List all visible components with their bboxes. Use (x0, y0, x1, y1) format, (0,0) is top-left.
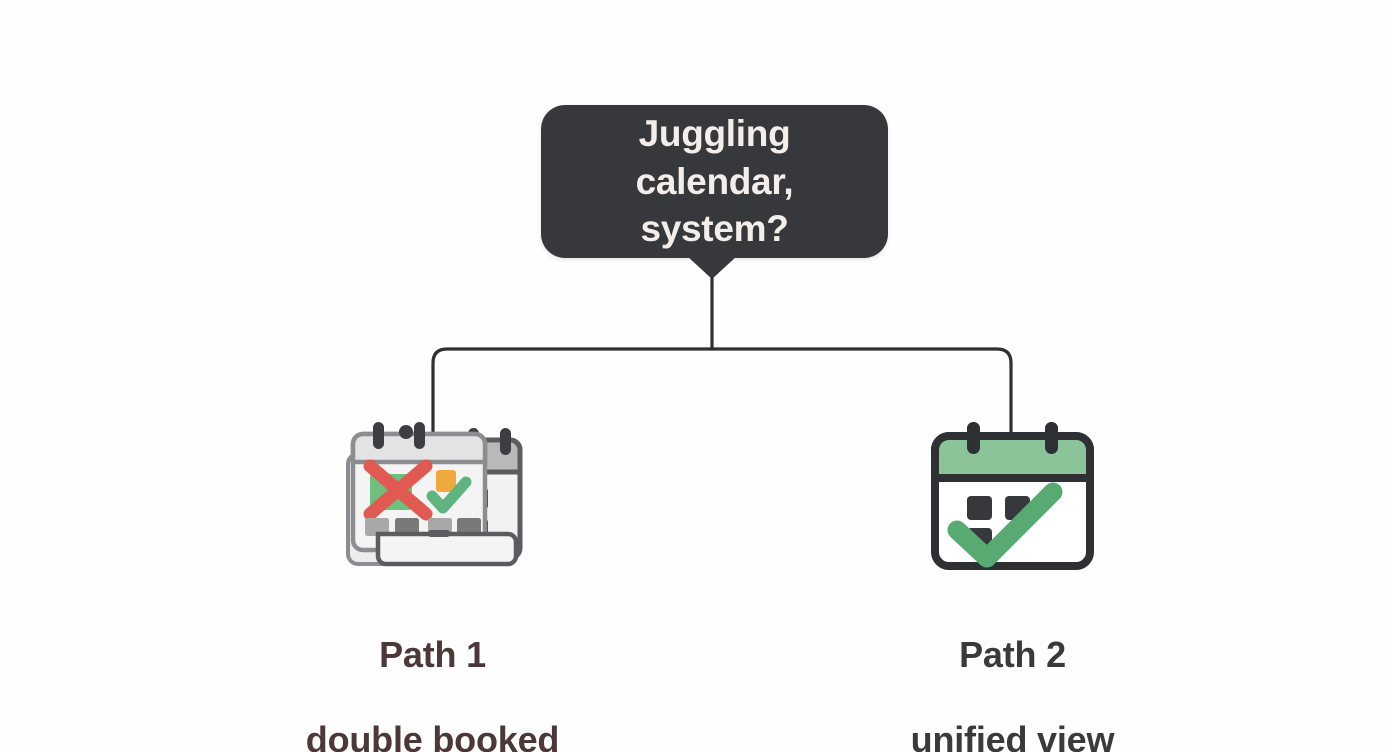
green-check-icon (947, 482, 1063, 568)
calendar-day-block-1 (967, 496, 992, 520)
calendar-front-bottom-edge (375, 530, 519, 567)
path-1-label-line1: Path 1 (379, 634, 486, 676)
calendar-front-layer (350, 422, 488, 553)
question-bubble-text: Juggling calendar, system? (635, 113, 794, 250)
green-check-icon (426, 476, 472, 514)
path-2-label-line1: Path 2 (959, 634, 1066, 676)
path-1-label-line2: double booked (305, 719, 560, 752)
question-bubble-tail (687, 256, 737, 279)
path-2-label: Path 2 unified view (805, 592, 1220, 752)
question-bubble: Juggling calendar, system? (541, 105, 888, 258)
calendar-header-band (931, 432, 1094, 482)
calendar-check-unified-icon (925, 418, 1100, 578)
path-2-label-line2: unified view (910, 719, 1115, 752)
path-1-label: Path 1 double booked (225, 592, 640, 752)
calendar-orange-block (436, 470, 456, 492)
calendar-stack-conflict-icon (340, 418, 530, 578)
red-x-icon (363, 459, 433, 521)
